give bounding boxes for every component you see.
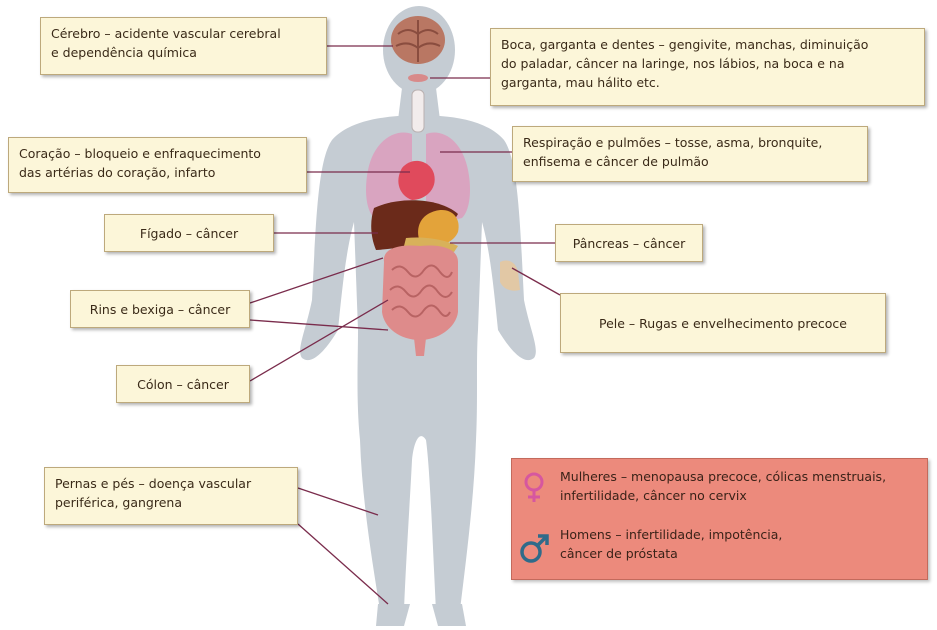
label-lungs: Respiração e pulmões – tosse, asma, bron… — [512, 126, 868, 182]
label-skin: Pele – Rugas e envelhecimento precoce — [560, 293, 886, 353]
label-mouth: Boca, garganta e dentes – gengivite, man… — [490, 28, 925, 106]
label-liver: Fígado – câncer — [104, 214, 274, 252]
female-symbol-icon — [518, 471, 550, 503]
label-kidneys: Rins e bexiga – câncer — [70, 290, 250, 328]
rectum — [414, 338, 426, 356]
male-symbol-icon — [518, 533, 550, 565]
label-legs: Pernas e pés – doença vascular periféric… — [44, 467, 298, 525]
mouth — [408, 74, 428, 82]
gender-effects-panel: Mulheres – menopausa precoce, cólicas me… — [511, 458, 928, 580]
label-colon: Cólon – câncer — [116, 365, 250, 403]
trachea — [412, 90, 424, 132]
label-brain: Cérebro – acidente vascular cerebral e d… — [40, 17, 327, 75]
label-heart: Coração – bloqueio e enfraquecimento das… — [8, 137, 307, 193]
label-pancreas: Pâncreas – câncer — [555, 224, 703, 262]
